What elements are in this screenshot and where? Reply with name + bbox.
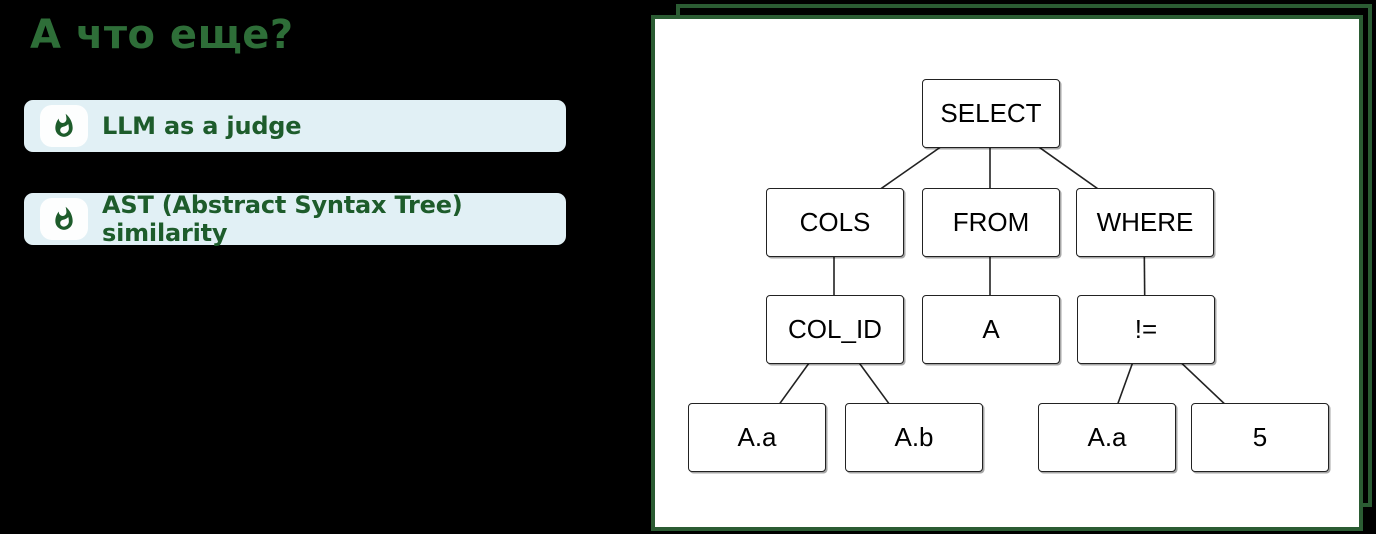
tree-node-5: 5 [1191,403,1329,472]
slide-title: А что еще? [30,12,294,58]
tree-node-select: SELECT [922,79,1060,148]
flame-icon [55,113,73,137]
tree-node-a-b: A.b [845,403,983,472]
flame-icon-tile [40,198,88,240]
tree-node-a-a-left: A.a [688,403,826,472]
flame-icon [55,206,73,230]
tree-node-a: A [922,295,1060,364]
tree-node-not-equal: != [1077,295,1215,364]
ast-tree-panel: SELECT COLS FROM WHERE COL_ID A != A.a A… [651,15,1363,531]
bullet-label: LLM as a judge [102,112,302,140]
tree-node-col-id: COL_ID [766,295,904,364]
bullet-llm-as-a-judge: LLM as a judge [24,100,566,152]
tree-node-cols: COLS [766,188,904,257]
tree-node-where: WHERE [1076,188,1214,257]
flame-icon-tile [40,105,88,147]
bullet-label: AST (Abstract Syntax Tree) similarity [102,191,463,247]
tree-node-a-a-right: A.a [1038,403,1176,472]
tree-node-from: FROM [922,188,1060,257]
bullet-ast-similarity: AST (Abstract Syntax Tree) similarity [24,191,566,247]
